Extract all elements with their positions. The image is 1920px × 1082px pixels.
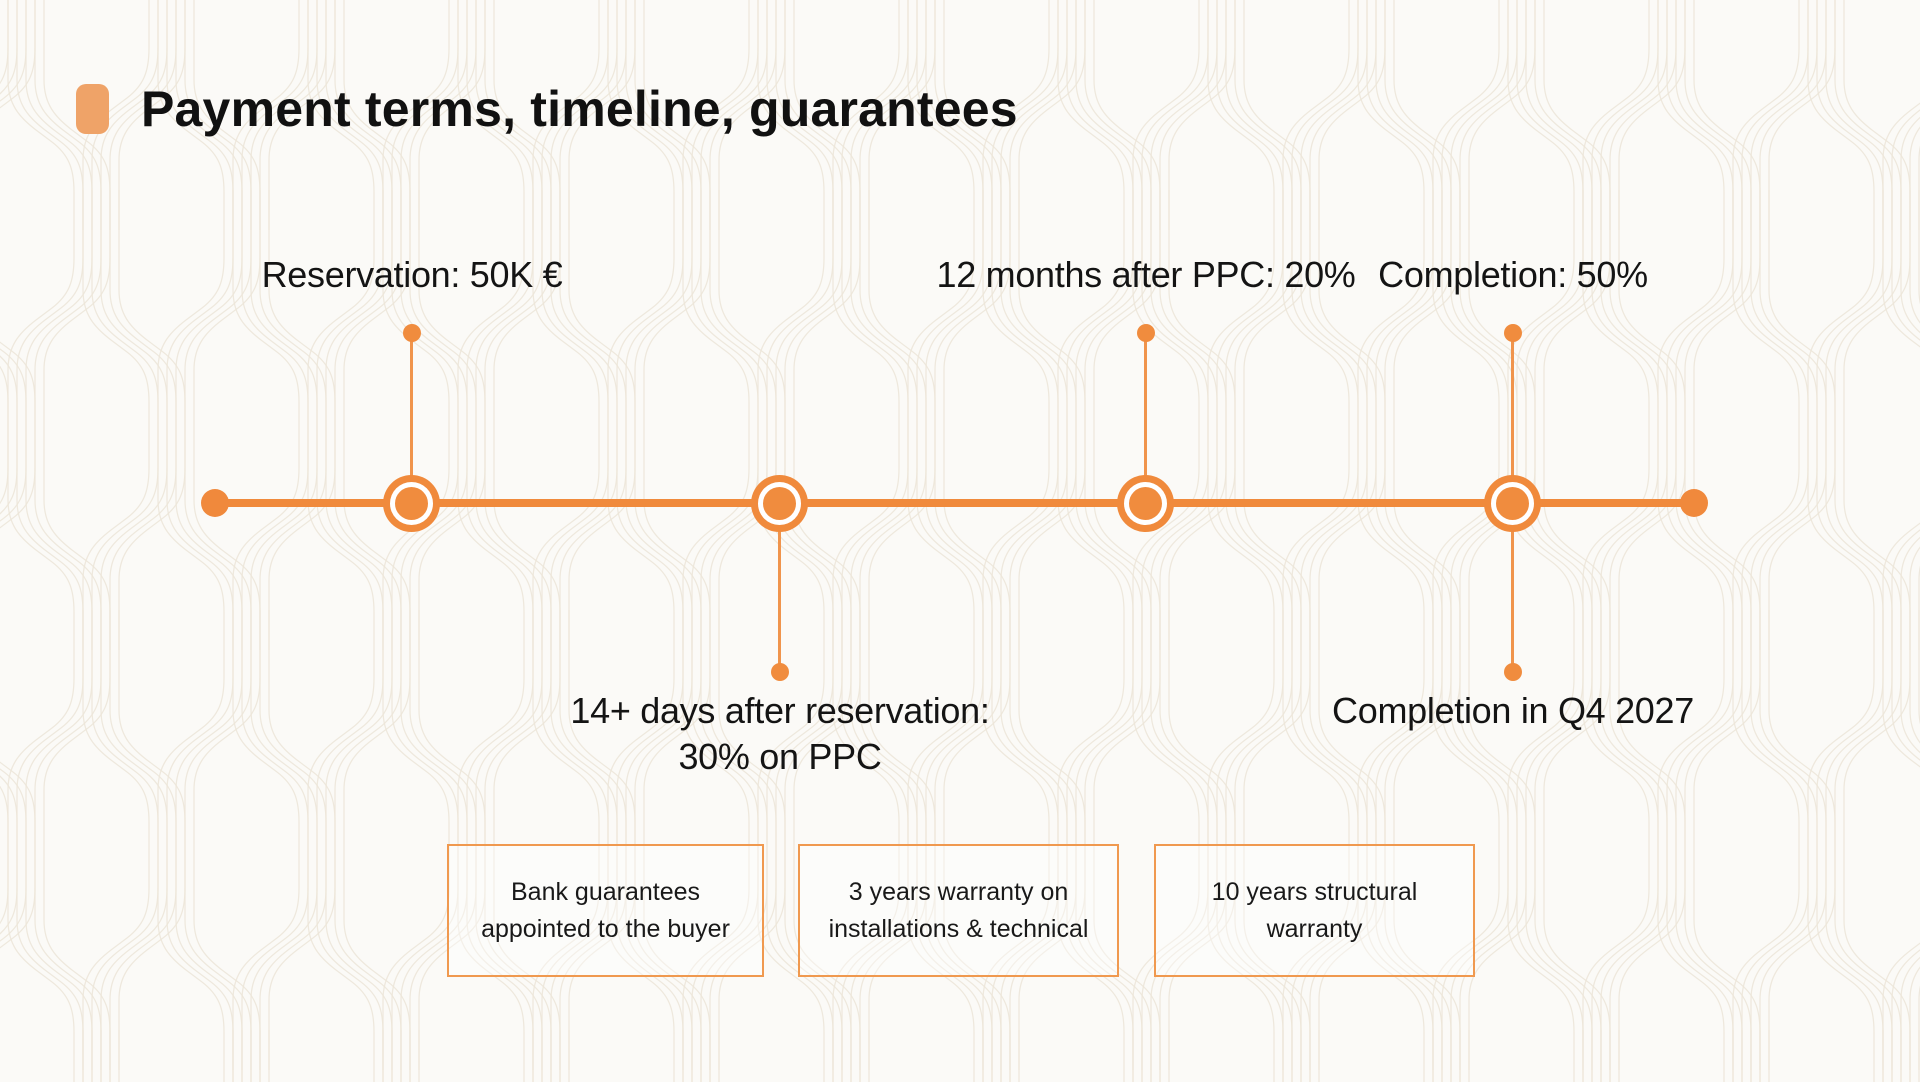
timeline-node-after-ppc (1129, 487, 1162, 520)
guarantee-box-installations-warranty: 3 years warranty on installations & tech… (798, 844, 1119, 977)
guarantee-box-structural-warranty: 10 years structural warranty (1154, 844, 1475, 977)
guarantee-box-bank: Bank guarantees appointed to the buyer (447, 844, 764, 977)
marker-dot-after-ppc (1137, 324, 1155, 342)
connector-line-down-after-reservation (778, 503, 781, 672)
timeline-node-after-reservation (763, 487, 796, 520)
milestone-label-completion-top: Completion: 50% (1378, 254, 1648, 295)
marker-dot-reservation (403, 324, 421, 342)
milestone-label-reservation: Reservation: 50K € (261, 254, 563, 295)
marker-dot-completion-top (1504, 324, 1522, 342)
milestone-label-line1: 14+ days after reservation: (570, 690, 990, 731)
connector-line-up-completion (1511, 333, 1514, 503)
timeline-node-reservation (395, 487, 428, 520)
milestone-label-completion-bottom: Completion in Q4 2027 (1332, 690, 1694, 731)
header: Payment terms, timeline, guarantees (76, 84, 1018, 134)
timeline-endpoint-right (1680, 489, 1708, 517)
timeline-node-completion (1496, 487, 1529, 520)
connector-line-down-completion (1511, 503, 1514, 672)
milestone-label-after-ppc: 12 months after PPC: 20% (936, 254, 1356, 295)
marker-dot-after-reservation (771, 663, 789, 681)
timeline-endpoint-left (201, 489, 229, 517)
marker-dot-completion-bottom (1504, 663, 1522, 681)
page-title: Payment terms, timeline, guarantees (141, 81, 1018, 137)
connector-line-up-after-ppc (1144, 333, 1147, 503)
connector-line-up-reservation (410, 333, 413, 503)
timeline-line (215, 499, 1694, 507)
milestone-label-line2: 30% on PPC (678, 736, 882, 777)
title-bullet-icon (76, 84, 109, 134)
milestone-label-after-reservation: 14+ days after reservation: 30% on PPC (470, 688, 1090, 780)
